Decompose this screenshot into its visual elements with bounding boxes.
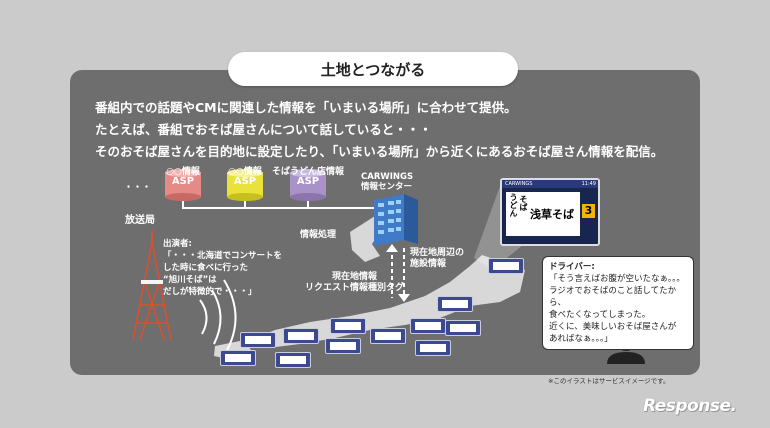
nav-category: うどん (509, 193, 518, 217)
facilities-label: 現在地周辺の 施設情報 (410, 248, 465, 269)
broadcast-label: 放送局 (125, 215, 155, 226)
service-note: ※このイラストはサービスイメージです。 (548, 377, 670, 385)
processing-label: 情報処理 (300, 230, 337, 240)
request-label: 現在地情報 リクエスト情報種別タグ (305, 272, 405, 293)
asp-cylinder-3 (290, 169, 326, 201)
mini-screen (240, 332, 276, 348)
tokyo-tower-icon (132, 230, 172, 341)
driver-speech-bubble: ドライバー: 「そう言えばお腹が空いたなぁ。。。 ラジオでおそばのこと話してたか… (542, 256, 694, 350)
performer-label: 出演者: (163, 239, 192, 249)
mini-screen (415, 340, 451, 356)
mini-screen (488, 258, 524, 274)
intro-line-2: たとえば、番組でおそば屋さんについて話していると・・・ (95, 122, 432, 137)
nav-shop-name: 浅草そば (530, 208, 574, 221)
mini-screen (370, 328, 406, 344)
japan-map-honshu (250, 255, 525, 348)
page-title: 土地とつながる (228, 52, 518, 86)
nav-category-2: そば (519, 195, 528, 211)
tower-deck (141, 280, 163, 284)
mini-screen (437, 296, 473, 312)
nav-number-badge: 3 (582, 204, 595, 218)
asp-cylinder-1 (165, 169, 201, 201)
intro-line-3: そのおそば屋さんを目的地に設定したり、「いまいる場所」から近くにあるおそば屋さん… (95, 144, 664, 159)
radio-waves-icon (199, 279, 237, 353)
performer-speech: 「・・・北海道でコンサートを した時に食べに行った “旭川そば”は だしが特徴的… (163, 251, 283, 297)
mini-screen (325, 338, 361, 354)
mini-screen (275, 352, 311, 368)
response-watermark: Response. (643, 396, 737, 416)
mini-screen (283, 328, 319, 344)
request-arrowhead (386, 244, 398, 252)
facilities-arrowhead (398, 294, 410, 302)
mini-screen (220, 350, 256, 366)
intro-line-1: 番組内での話題やCMに関連した情報を「いまいる場所」に合わせて提供。 (95, 100, 517, 115)
asp-ellipsis: ・・・ (124, 183, 152, 193)
asp-connector (182, 198, 383, 209)
mini-screen (410, 318, 446, 334)
mini-screen (445, 320, 481, 336)
mini-screen (330, 318, 366, 334)
asp-cylinder-2 (227, 169, 263, 201)
data-center-building (374, 194, 418, 246)
nav-content: うどん そば 浅草そば (506, 192, 580, 236)
